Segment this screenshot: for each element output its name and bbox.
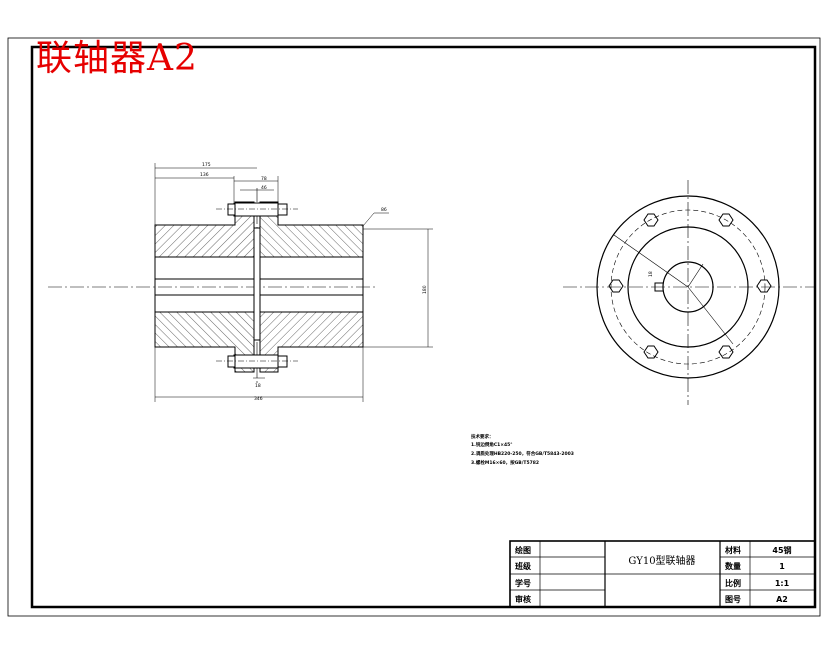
bolt-hole <box>643 213 659 227</box>
dim-text-346: 346 <box>254 396 263 402</box>
bottom-bolt-head-left <box>227 355 236 368</box>
bolt-pitch-circle <box>610 209 766 365</box>
notes-line-1: 1.锐边倒角C1×45° <box>471 441 513 448</box>
tb-quantity-value: 1 <box>779 562 785 571</box>
tb-class-label: 班级 <box>515 561 532 571</box>
dim-text-136: 136 <box>200 172 209 178</box>
dim-text-46: 46 <box>261 185 267 191</box>
watermark-title: 联轴器A2 <box>36 38 198 79</box>
bottom-bolt-nut-right <box>277 355 288 368</box>
tb-quantity-label: 数量 <box>725 561 741 571</box>
bore-circle <box>662 261 714 313</box>
dim-text-175: 175 <box>202 162 211 168</box>
outer-border <box>7 37 821 617</box>
tb-scale-label: 比例 <box>725 578 741 588</box>
bottom-bolt-body <box>233 354 279 369</box>
section-view: 175 136 78 46 86 180 18 346 <box>48 162 433 402</box>
outer-flange-circle <box>596 195 780 379</box>
dim-text-180: 180 <box>422 285 428 294</box>
leader-line <box>362 212 389 227</box>
keyway-dim-text: 18 <box>648 271 654 277</box>
end-view: 18 <box>563 180 815 405</box>
notes-line-3: 3.螺栓M16×60，按GB/T5782 <box>471 459 539 466</box>
tb-material-value: 45钢 <box>772 545 791 555</box>
inner-frame <box>30 45 817 609</box>
dim-text-18: 18 <box>255 383 261 389</box>
technical-notes: 技术要求： 1.锐边倒角C1×45° 2.调质处理HB220-250，符合GB/… <box>471 433 574 466</box>
tb-drawing-no-label: 图号 <box>725 595 741 604</box>
dim-text-78: 78 <box>261 176 267 182</box>
tb-review-label: 审核 <box>515 594 531 604</box>
tb-student-id-label: 学号 <box>515 578 531 588</box>
radius-leader-hub <box>687 286 734 345</box>
notes-title: 技术要求： <box>471 433 494 440</box>
top-bolt-body <box>233 202 279 217</box>
hub-circle <box>627 226 749 348</box>
bolt-hole <box>643 345 659 359</box>
radius-leader-bore <box>687 263 704 288</box>
top-bolt-head-left <box>227 203 236 216</box>
tb-part-name: GY10型联轴器 <box>628 554 695 567</box>
bolt-hole <box>756 279 772 293</box>
top-bolt-nut-right <box>277 203 288 216</box>
title-block: 绘图 班级 学号 审核 GY10型联轴器 材料 数量 比例 图号 45钢 1 1… <box>509 540 816 608</box>
bolt-holes <box>608 213 772 359</box>
tb-scale-value: 1:1 <box>775 579 790 588</box>
tb-drawing-no-value: A2 <box>776 595 788 604</box>
tb-drawn-label: 绘图 <box>515 545 531 555</box>
keyway-notch <box>654 282 663 292</box>
leader-text: 86 <box>381 207 387 213</box>
bolt-hole <box>718 213 734 227</box>
bolt-hole <box>608 279 624 293</box>
center-gap <box>253 227 261 341</box>
radius-leader-outer <box>613 234 689 288</box>
notes-line-2: 2.调质处理HB220-250，符合GB/T5843-2003 <box>471 450 574 457</box>
tb-material-label: 材料 <box>725 545 741 555</box>
bolt-hole <box>718 345 734 359</box>
